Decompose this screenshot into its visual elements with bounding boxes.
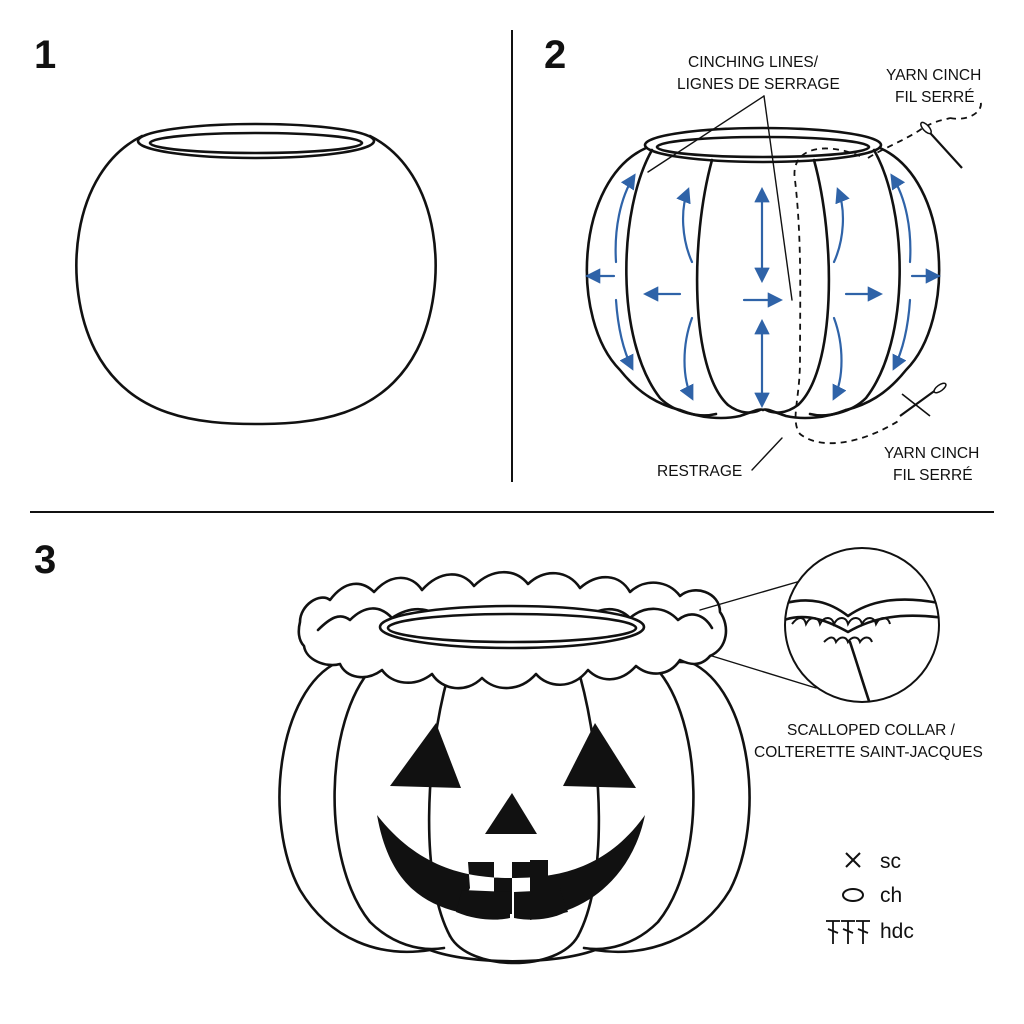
segmented-pumpkin-body — [585, 126, 941, 420]
hdc-stitch-icon — [826, 920, 870, 944]
scalloped-collar-label-en: SCALLOPED COLLAR / — [787, 722, 956, 739]
step-3-panel: 3 — [34, 538, 983, 965]
x-mark-icon — [845, 852, 861, 868]
yarn-cinch-bottom-label-fr: FIL SERRÉ — [893, 467, 973, 484]
legend-sc-label: sc — [880, 850, 901, 873]
oval-icon — [842, 888, 864, 902]
step-2-number: 2 — [544, 33, 566, 77]
step-2-panel: 2 — [544, 33, 982, 484]
cinching-lines-label-en: CINCHING LINES/ — [688, 54, 819, 71]
legend-ch-label: ch — [880, 884, 902, 907]
yarn-cinch-path — [793, 99, 982, 445]
mouth — [377, 815, 645, 914]
step-1-panel: 1 — [34, 33, 437, 426]
stitch-legend: sc ch hdc — [826, 850, 914, 944]
plain-bowl — [75, 122, 437, 426]
restrage-label: RESTRAGE — [657, 463, 742, 480]
scalloped-collar-label-fr: COLTERETTE SAINT-JACQUES — [754, 744, 983, 761]
step-3-number: 3 — [34, 538, 56, 582]
yarn-cinch-bottom-label-en: YARN CINCH — [884, 445, 979, 462]
cinching-lines-label-fr: LIGNES DE SERRAGE — [677, 76, 840, 93]
collar-detail-magnifier — [699, 547, 940, 703]
yarn-cinch-top-label-en: YARN CINCH — [886, 67, 981, 84]
stretch-arrows — [584, 173, 942, 409]
needle-top-icon — [920, 121, 963, 169]
yarn-cinch-top-label-fr: FIL SERRÉ — [895, 89, 975, 106]
left-eye — [390, 723, 461, 788]
step-1-number: 1 — [34, 33, 56, 77]
right-eye — [563, 723, 636, 788]
nose — [485, 793, 537, 834]
scalloped-collar — [297, 571, 728, 690]
pumpkin-face — [377, 723, 645, 920]
legend-hdc-label: hdc — [880, 920, 914, 943]
needle-bottom-icon — [899, 382, 947, 417]
